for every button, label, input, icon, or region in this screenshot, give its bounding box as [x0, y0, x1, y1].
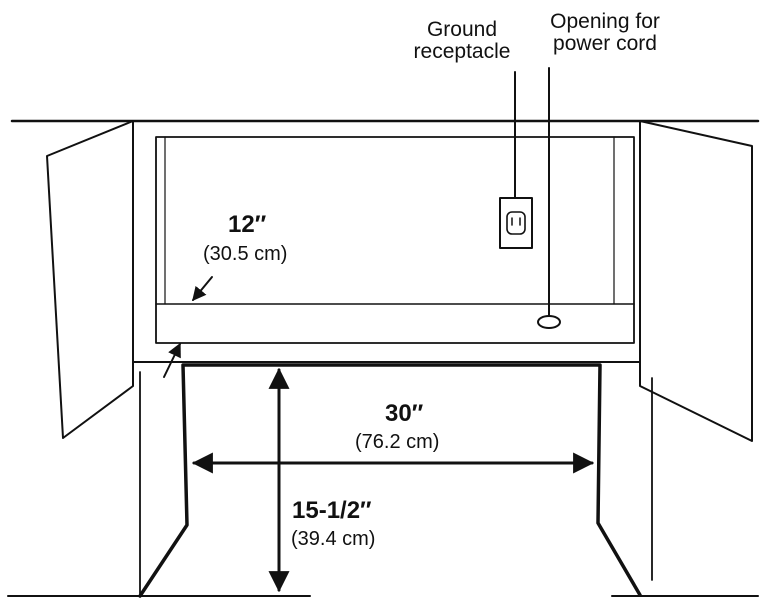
cord-hole: [537, 315, 561, 329]
upper-cabinet: [132, 120, 641, 363]
receptacle-outlet: [506, 211, 526, 235]
depth-arrow-bottom: [163, 342, 181, 378]
height-dimension-inches: 15-1/2″: [292, 497, 372, 524]
height-dimension-cm: (39.4 cm): [291, 528, 376, 550]
power-cord-opening: [537, 67, 561, 329]
power-cord-opening-label-line-1: Opening for: [550, 10, 660, 33]
depth-arrow-top: [192, 276, 213, 302]
width-dimension-cm: (76.2 cm): [355, 431, 440, 453]
ground-receptacle-label-line-1: Ground: [426, 18, 498, 41]
appliance-opening-outline: [138, 363, 642, 598]
power-cord-opening-label: Opening for power cord: [536, 10, 674, 56]
ground-receptacle-label-line-2: receptacle: [413, 40, 511, 64]
ground-receptacle: [499, 71, 533, 249]
depth-dimension-inches: 12″: [228, 211, 267, 238]
width-dimension-inches: 30″: [385, 400, 424, 427]
left-cabinet-door: [46, 120, 134, 439]
depth-dimension-cm: (30.5 cm): [203, 243, 288, 265]
right-cabinet-door: [639, 120, 753, 442]
ground-receptacle-label: Ground receptacle: [393, 18, 531, 64]
power-cord-opening-label-line-2: power cord: [553, 32, 657, 56]
receptacle-plate: [499, 197, 533, 249]
